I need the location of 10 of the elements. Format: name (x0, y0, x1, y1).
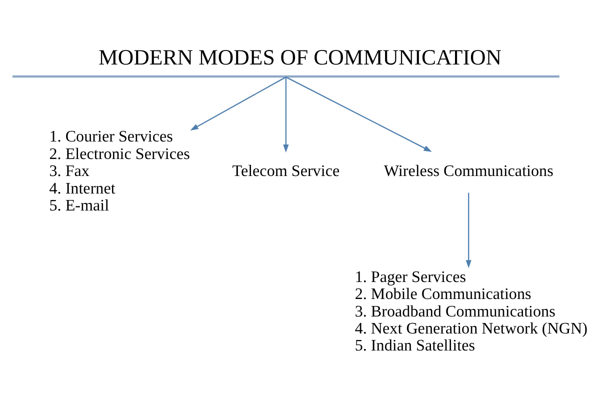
arrow (286, 76, 432, 152)
arrow (190, 76, 286, 130)
node-text: Telecom Service (232, 163, 340, 180)
arrow (283, 77, 289, 153)
node-text: 1. Pager Services 2. Mobile Communications 3. Broadband Communications 4. Next Generation Network (NGN) 5. Indian Satellites (354, 268, 588, 355)
node-text: 1. Courier Services 2. Electronic Services 3. Fax 4. Internet 5. E-mail (49, 128, 190, 215)
arrow (466, 192, 472, 268)
node-bar (12, 75, 560, 78)
node-text: Wireless Communications (384, 163, 554, 180)
diagram-title: MODERN MODES OF COMMUNICATION (98, 46, 502, 70)
